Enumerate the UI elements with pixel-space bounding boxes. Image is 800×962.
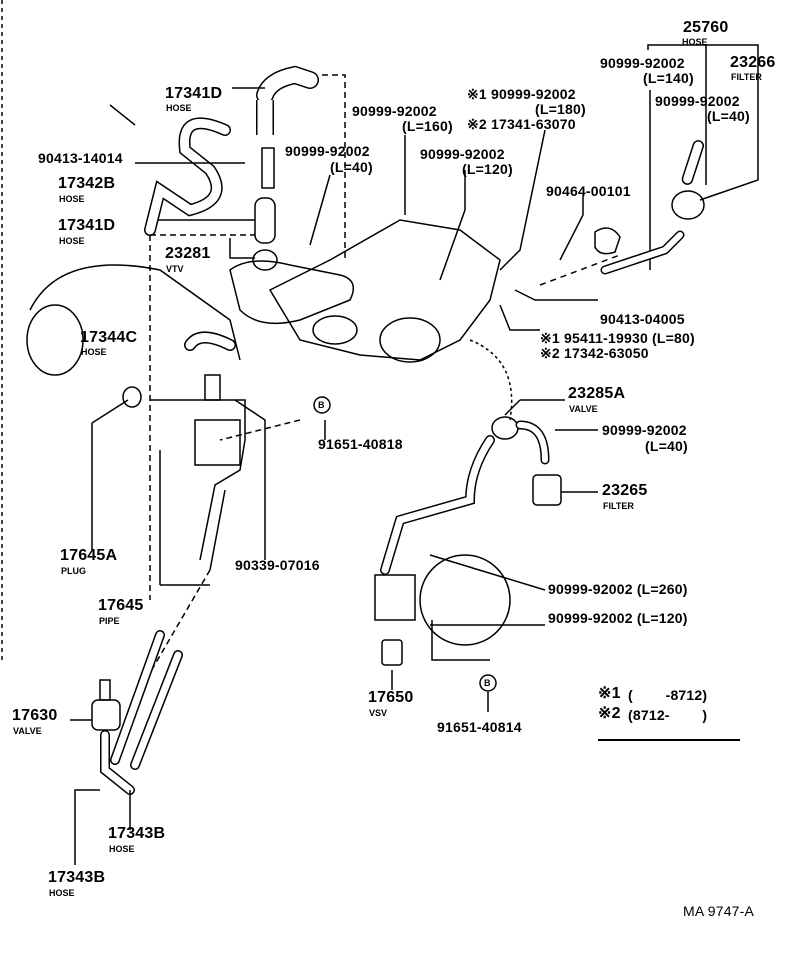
chamber bbox=[312, 315, 358, 345]
legend-range: (8712- ) bbox=[628, 707, 708, 723]
vtv-23281 bbox=[252, 249, 278, 271]
pipe-17645 bbox=[150, 399, 246, 571]
leader-90464 bbox=[559, 195, 584, 261]
valve-17630 bbox=[91, 699, 121, 731]
part-number: 90999-92002 bbox=[600, 55, 685, 71]
part-number: ※2 17342-63050 bbox=[540, 345, 649, 361]
part-note: (L=40) bbox=[330, 159, 373, 175]
callout-b-letter: B bbox=[484, 678, 491, 688]
part-number: 90999-92002 (L=260) bbox=[548, 581, 688, 597]
callout-b-icon bbox=[313, 396, 331, 414]
part-number-17645a: 17645A bbox=[60, 547, 118, 564]
part-number-90413-04005: 90413-04005 bbox=[600, 311, 685, 327]
plug-17645a bbox=[122, 386, 142, 408]
part-note: (L=40) bbox=[707, 108, 750, 124]
part-number-23281: 23281 bbox=[165, 245, 211, 262]
part-number: ※1 95411-19930 (L=80) bbox=[540, 330, 695, 346]
hose-vtv-loop bbox=[229, 260, 355, 325]
part-number-23266: 23266 bbox=[730, 54, 776, 71]
part-name: PIPE bbox=[99, 616, 120, 626]
part-note: (L=40) bbox=[645, 438, 688, 454]
pipe-bracket bbox=[194, 419, 241, 466]
part-number-25760: 25760 bbox=[683, 19, 729, 36]
part-number-91651-40818: 91651-40818 bbox=[318, 436, 403, 452]
filter-23266 bbox=[671, 190, 705, 220]
part-number: 90999-92002 bbox=[352, 103, 437, 119]
vsv-17650 bbox=[374, 574, 416, 621]
engine-block bbox=[268, 219, 501, 361]
part-number: ※2 17341-63070 bbox=[467, 116, 576, 132]
part-number-23285a: 23285A bbox=[568, 385, 626, 402]
part-note: (L=180) bbox=[535, 101, 586, 117]
part-name: HOSE bbox=[81, 347, 107, 357]
part-number-17341d: 17341D bbox=[58, 217, 116, 234]
part-name: HOSE bbox=[49, 888, 75, 898]
part-name: PLUG bbox=[61, 566, 87, 576]
part-number: 90999-92002 bbox=[602, 422, 687, 438]
dash-line bbox=[539, 254, 621, 286]
part-number-17341d: 17341D bbox=[165, 85, 223, 102]
part-name: FILTER bbox=[731, 72, 762, 82]
diaphragm bbox=[379, 317, 441, 363]
hose-vsv bbox=[380, 435, 495, 575]
part-name: HOSE bbox=[59, 236, 85, 246]
part-name: VALVE bbox=[13, 726, 42, 736]
part-name: FILTER bbox=[603, 501, 634, 511]
leader-25760 bbox=[647, 44, 759, 185]
small-hose bbox=[681, 140, 705, 185]
leader-lines-top-right bbox=[649, 50, 759, 270]
connector-90413 bbox=[261, 147, 275, 189]
hose-17341d-b bbox=[254, 197, 276, 244]
part-name: VTV bbox=[166, 264, 184, 274]
legend-range: ( -8712) bbox=[628, 687, 708, 703]
air-cleaner bbox=[29, 264, 241, 361]
part-number: 90999-92002 bbox=[420, 146, 505, 162]
part-name: HOSE bbox=[682, 37, 708, 47]
vacuum-tank bbox=[419, 554, 511, 646]
part-name: HOSE bbox=[166, 103, 192, 113]
part-number-17343b: 17343B bbox=[48, 869, 106, 886]
part-number: ※1 90999-92002 bbox=[467, 86, 576, 102]
callout-b-letter: B bbox=[318, 400, 325, 410]
part-name: VALVE bbox=[569, 404, 598, 414]
part-note: (L=140) bbox=[643, 70, 694, 86]
part-number-17645: 17645 bbox=[98, 597, 144, 614]
part-number-90339: 90339-07016 bbox=[235, 557, 320, 573]
callout-b-icon-2 bbox=[479, 674, 497, 692]
part-number-17344c: 17344C bbox=[80, 329, 138, 346]
part-number-17343b: 17343B bbox=[108, 825, 166, 842]
diagram-code: MA 9747-A bbox=[683, 903, 755, 919]
clamp-90464 bbox=[594, 227, 621, 255]
part-number-90464: 90464-00101 bbox=[546, 183, 631, 199]
part-number: 90999-92002 bbox=[285, 143, 370, 159]
part-note: (L=160) bbox=[402, 118, 453, 134]
part-number: 90999-92002 (L=120) bbox=[548, 610, 688, 626]
part-name: VSV bbox=[369, 708, 388, 718]
part-name: HOSE bbox=[109, 844, 135, 854]
valve-23285a bbox=[491, 416, 519, 440]
legend-mark: ※1 bbox=[598, 685, 621, 702]
part-number-17630: 17630 bbox=[12, 707, 58, 724]
part-number-23265: 23265 bbox=[602, 482, 648, 499]
filter-23265 bbox=[532, 474, 562, 506]
part-note: (L=120) bbox=[462, 161, 513, 177]
part-number-91651-40814: 91651-40814 bbox=[437, 719, 522, 735]
part-name: HOSE bbox=[59, 194, 85, 204]
part-number-17650: 17650 bbox=[368, 689, 414, 706]
legend-mark: ※2 bbox=[598, 705, 621, 722]
part-number-90413-14014: 90413-14014 bbox=[38, 150, 123, 166]
part-number-17342b: 17342B bbox=[58, 175, 116, 192]
hose-17343b bbox=[110, 630, 183, 770]
part-number: 90999-92002 bbox=[655, 93, 740, 109]
